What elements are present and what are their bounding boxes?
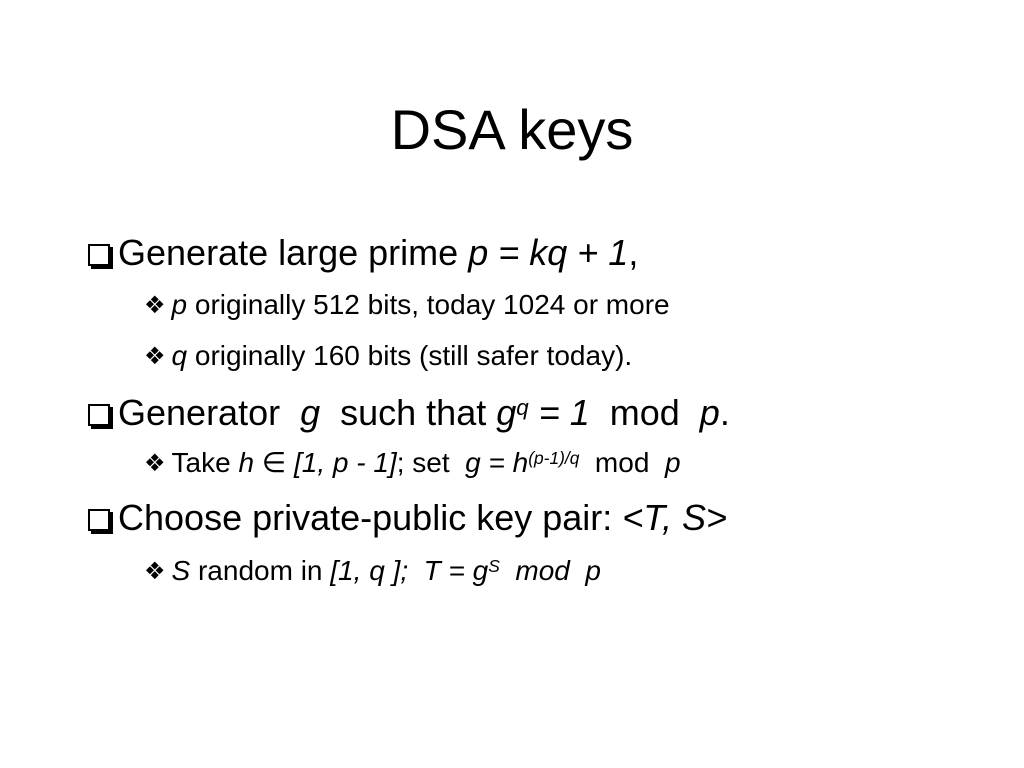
- four-diamond-icon: ❖: [144, 342, 166, 370]
- text-part: Take: [171, 447, 239, 479]
- bullet-text: q originally 160 bits (still safer today…: [172, 340, 633, 372]
- bullet-text: Generator g such that gq = 1 mod p.: [118, 392, 730, 433]
- bullet-generate-prime: Generate large prime p = kq + 1,: [88, 232, 988, 273]
- bullet-text: Generate large prime p = kq + 1,: [118, 232, 638, 273]
- text-part: mod: [579, 447, 665, 479]
- text-part: ,: [628, 232, 639, 273]
- math-part: q: [171, 339, 188, 371]
- bullet-list: Generate large prime p = kq + 1, ❖ p ori…: [88, 232, 988, 587]
- square-checkbox-icon: [88, 403, 110, 426]
- math-part: p = kq + 1: [468, 232, 629, 273]
- superscript: S: [488, 555, 500, 576]
- bullet-generator: Generator g such that gq = 1 mod p.: [88, 392, 988, 433]
- math-part: g: [300, 391, 321, 433]
- text-part: mod: [589, 391, 700, 433]
- superscript: q: [516, 394, 529, 420]
- math-part: S: [171, 554, 191, 586]
- slide-title: DSA keys: [390, 98, 634, 161]
- four-diamond-icon: ❖: [144, 450, 166, 478]
- four-diamond-icon: ❖: [144, 292, 166, 320]
- math-part: p: [699, 391, 720, 433]
- superscript: (p-1)/q: [528, 448, 580, 469]
- bullet-key-pair: Choose private-public key pair: <T, S>: [88, 497, 988, 538]
- subbullet-take-h: ❖ Take h ∈ [1, p - 1]; set g = h(p-1)/q …: [144, 447, 988, 479]
- subbullet-q-size: ❖ q originally 160 bits (still safer tod…: [144, 340, 988, 372]
- text-part: Generate large prime: [118, 232, 469, 273]
- bullet-text: S random in [1, q ]; T = gS mod p: [172, 555, 602, 587]
- math-part: g: [496, 391, 517, 433]
- bullet-text: Take h ∈ [1, p - 1]; set g = h(p-1)/q mo…: [172, 447, 681, 479]
- math-part: p: [171, 289, 188, 321]
- text-part: random in: [190, 554, 331, 586]
- text-part: .: [719, 391, 730, 433]
- math-part: h: [238, 447, 255, 479]
- text-part: such that: [320, 391, 497, 433]
- four-diamond-icon: ❖: [144, 557, 166, 585]
- math-part: p: [664, 447, 681, 479]
- text-part: originally 160 bits (still safer today).: [187, 339, 633, 371]
- subbullet-p-size: ❖ p originally 512 bits, today 1024 or m…: [144, 289, 988, 321]
- text-part: Generator: [118, 391, 301, 433]
- bullet-text: p originally 512 bits, today 1024 or mor…: [172, 289, 670, 321]
- square-checkbox-icon: [88, 244, 110, 266]
- math-part: g = h: [465, 447, 529, 479]
- math-part: mod p: [499, 554, 602, 586]
- text-part: Choose private-public key pair:: [118, 497, 623, 539]
- math-part: ∈: [254, 447, 294, 479]
- math-part: <T, S>: [622, 497, 727, 539]
- subbullet-s-random: ❖ S random in [1, q ]; T = gS mod p: [144, 555, 988, 587]
- math-part: = 1: [528, 391, 590, 433]
- bullet-text: Choose private-public key pair: <T, S>: [118, 497, 727, 538]
- text-part: originally 512 bits, today 1024 or more: [187, 289, 670, 321]
- text-part: ; set: [396, 447, 466, 479]
- math-part: [1, p - 1]: [293, 447, 397, 479]
- square-checkbox-icon: [88, 509, 110, 532]
- math-part: [1, q ]; T = g: [330, 554, 489, 586]
